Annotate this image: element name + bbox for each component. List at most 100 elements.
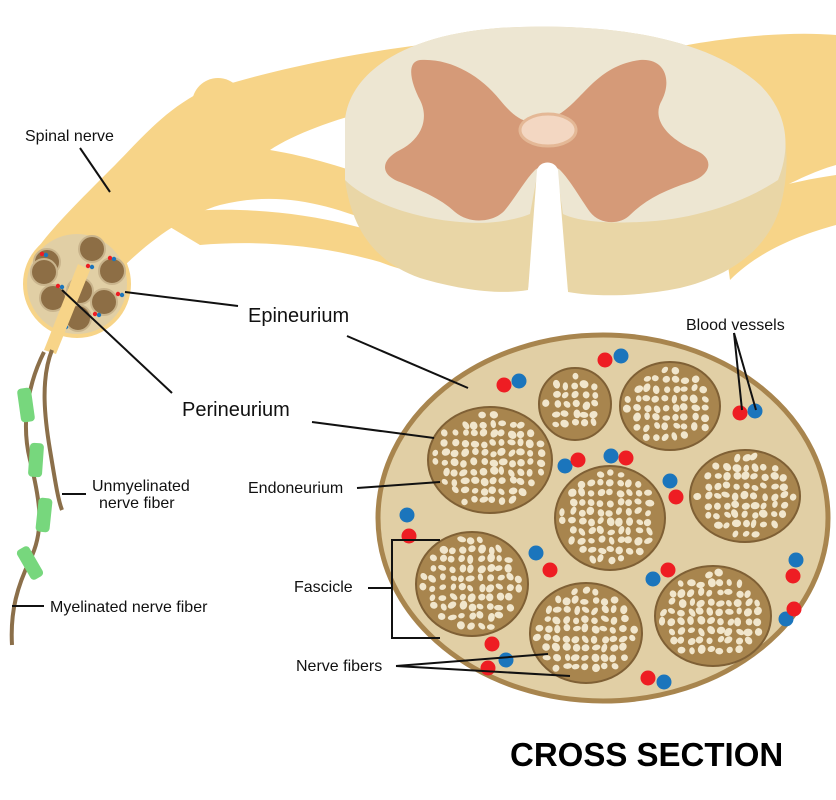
nerve-fiber (780, 490, 789, 499)
nerve-fiber (430, 601, 438, 609)
nerve-fiber (789, 493, 797, 501)
nerve-fiber (552, 606, 562, 613)
nerve-fiber (726, 599, 732, 607)
nerve-fiber (581, 623, 589, 633)
nerve-fiber (679, 403, 688, 411)
nerve-fiber (572, 643, 581, 652)
nerve-fiber (673, 385, 681, 393)
nerve-fiber (723, 522, 730, 529)
nerve-fiber (671, 366, 680, 375)
nerve-fiber (479, 421, 487, 429)
leader-spinal-nerve (79, 147, 111, 193)
nerve-fiber (591, 625, 600, 634)
nerve-fiber (732, 530, 739, 538)
spinal-cord (345, 26, 787, 296)
nerve-fiber (619, 642, 627, 651)
nerve-fiber (617, 555, 625, 562)
nerve-fiber (732, 464, 742, 473)
nerve-fiber (470, 469, 478, 476)
nerve-fiber (752, 512, 759, 519)
small-vessel-red (39, 251, 45, 257)
nerve-fiber (626, 489, 633, 496)
nerve-fiber (634, 507, 642, 514)
nerve-fiber (468, 545, 476, 553)
nerve-fiber (751, 484, 759, 491)
nerve-fiber (468, 603, 477, 612)
nerve-fiber (643, 383, 651, 393)
nerve-fiber (610, 644, 619, 652)
nerve-fiber (439, 545, 449, 554)
nerve-fiber (625, 527, 631, 536)
nerve-fiber (419, 582, 427, 591)
nerve-fiber (727, 618, 735, 626)
nerve-fiber (610, 605, 617, 614)
nerve-fiber (609, 654, 617, 663)
nerve-fiber (661, 433, 669, 442)
nerve-fiber (716, 626, 726, 635)
small-vessel-blue (96, 312, 102, 318)
nerve-fiber (753, 606, 762, 616)
nerve-fiber (651, 375, 659, 382)
leader-lines (12, 147, 757, 677)
nerve-fiber (588, 538, 595, 544)
nerve-fiber (662, 415, 671, 421)
nerve-fiber (429, 554, 437, 562)
myelin-segment (16, 546, 44, 580)
small-fascicle (30, 258, 58, 286)
nerve-fiber (545, 605, 553, 614)
nerve-fiber (596, 471, 605, 478)
nerve-fiber (760, 502, 767, 510)
nerve-fiber (543, 633, 552, 641)
nerve-fiber (560, 419, 569, 428)
nerve-fiber (495, 544, 502, 553)
label-cross-section: CROSS SECTION (510, 736, 783, 773)
nerve-fiber (574, 605, 581, 615)
nerve-fiber (687, 638, 696, 646)
fascicle (538, 367, 612, 441)
nerve-fiber (528, 479, 535, 487)
nerve-fiber (467, 622, 475, 630)
nerve-fiber (587, 490, 595, 497)
nerve-fiber (643, 519, 652, 527)
nerve-fiber (621, 654, 628, 661)
nerve-fiber (563, 616, 571, 624)
nerve-fiber (479, 467, 488, 476)
nerve-fiber (615, 546, 623, 555)
nerve-fiber (591, 644, 601, 651)
nerve-fiber (625, 507, 632, 516)
nerve-fiber (686, 589, 695, 598)
nerve-knot (192, 78, 244, 130)
nerve-fiber (489, 477, 497, 485)
nerve-fiber (667, 618, 676, 627)
nerve-fiber (726, 646, 733, 654)
nerve-fiber (618, 635, 628, 643)
small-vessel-blue (111, 256, 117, 262)
nerve-fiber (677, 589, 686, 598)
nerve-fiber (467, 593, 476, 603)
nerve-fiber (479, 496, 489, 503)
nerve-fiber (507, 430, 517, 439)
small-vessel-blue (59, 284, 65, 290)
nerve-fiber (535, 624, 544, 632)
nerve-fiber (696, 599, 705, 608)
nerve-fiber (480, 477, 489, 487)
nerve-fiber (494, 611, 504, 619)
nerve-fiber (509, 476, 517, 484)
nerve-fiber (605, 479, 614, 487)
artery (786, 601, 802, 617)
nerve-fiber (667, 608, 676, 614)
nerve-fiber (669, 590, 677, 598)
nerve-fiber (562, 642, 571, 651)
nerve-fiber (489, 459, 499, 467)
nerve-fiber (743, 519, 750, 528)
nerve-fiber (588, 518, 595, 527)
nerve-fiber (713, 493, 722, 499)
nerve-fiber (621, 614, 629, 623)
nerve-fiber (600, 654, 609, 662)
nerve-fiber (581, 606, 590, 613)
nerve-fiber (571, 382, 579, 390)
nerve-fiber (713, 521, 723, 529)
nerve-fiber (610, 616, 618, 625)
blood-vessels (399, 348, 804, 690)
nerve-fiber (577, 480, 586, 489)
